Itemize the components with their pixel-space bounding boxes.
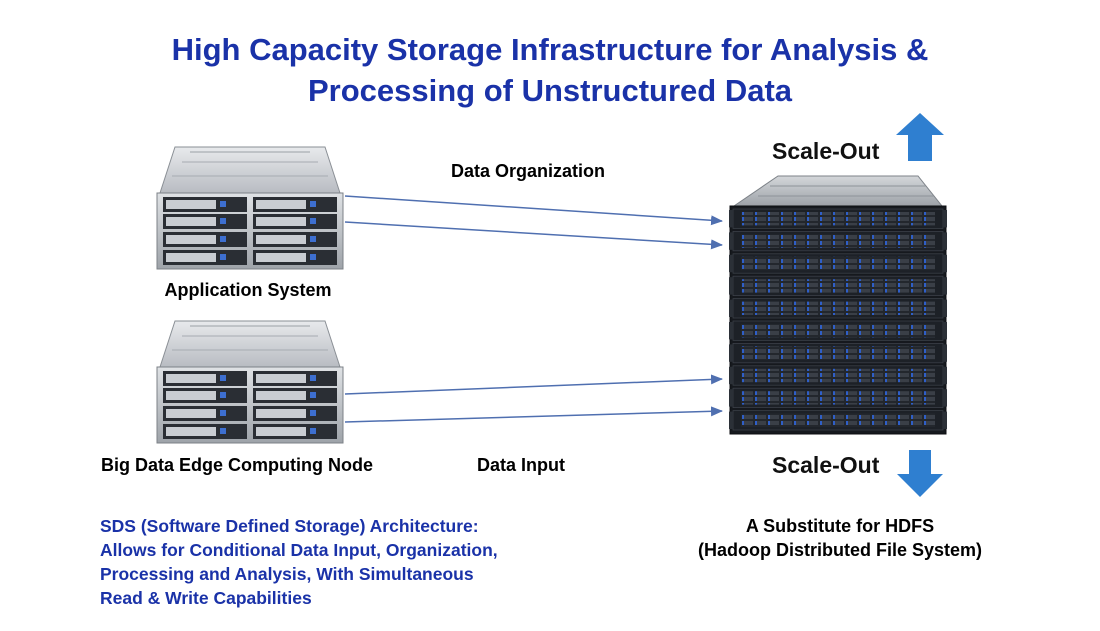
rack-ear	[729, 299, 733, 317]
rack-ear	[729, 210, 733, 228]
data-organization-label: Data Organization	[451, 161, 606, 181]
arrow-organization-2	[344, 221, 723, 250]
rack-ear	[729, 411, 733, 429]
rack-ear	[943, 344, 947, 362]
sds-line-3: Processing and Analysis, With Simultaneo…	[100, 564, 474, 584]
big-data-edge-label: Big Data Edge Computing Node	[101, 455, 373, 475]
rack-ear	[943, 322, 947, 340]
rack-ear	[729, 254, 733, 273]
sds-line-4: Read & Write Capabilities	[100, 588, 312, 608]
drive-bays	[741, 324, 935, 338]
data-input-arrows	[344, 374, 723, 423]
application-system-label: Application System	[164, 280, 332, 300]
rack-ear	[729, 277, 733, 295]
data-organization-arrows	[344, 195, 723, 250]
arrow-input-1	[344, 374, 723, 395]
rack-ear	[943, 210, 947, 228]
rack-ear	[729, 322, 733, 340]
rack-ear	[729, 344, 733, 362]
edge-computing-node-server-icon	[156, 320, 344, 444]
storage-rack-icon	[729, 175, 947, 435]
hdfs-caption: A Substitute for HDFS (Hadoop Distribute…	[660, 514, 1020, 562]
drive-bays	[741, 301, 935, 315]
rack-units	[729, 208, 947, 431]
arrow-organization-1	[344, 195, 723, 226]
rack-ear	[943, 366, 947, 385]
rack-ear	[729, 232, 733, 250]
drive-bays	[741, 234, 935, 248]
rack-ear	[729, 366, 733, 385]
hdfs-line-2: (Hadoop Distributed File System)	[697, 540, 983, 560]
hdfs-line-1: A Substitute for HDFS	[745, 516, 935, 536]
title-line-1: High Capacity Storage Infrastructure for…	[171, 32, 929, 67]
rack-ear	[943, 299, 947, 317]
drive-bays	[741, 391, 935, 405]
rack-ear	[943, 254, 947, 273]
rack-ear	[943, 232, 947, 250]
rack-ear	[943, 411, 947, 429]
drive-bays	[741, 346, 935, 360]
scale-out-top-label: Scale-Out	[772, 138, 880, 164]
drive-bays	[741, 212, 935, 226]
scale-out-bottom-label: Scale-Out	[772, 452, 880, 478]
rack-ear	[729, 389, 733, 407]
drive-bays	[741, 413, 935, 427]
arrow-up-icon	[896, 113, 944, 161]
arrow-down-icon	[897, 450, 943, 497]
rack-ear	[943, 277, 947, 295]
rack-ear	[943, 389, 947, 407]
drive-bays	[741, 368, 935, 383]
data-input-label: Data Input	[477, 455, 565, 475]
drive-bays	[741, 279, 935, 293]
sds-line-1: SDS (Software Defined Storage) Architect…	[100, 516, 479, 536]
arrow-input-2	[344, 406, 723, 423]
sds-line-2: Allows for Conditional Data Input, Organ…	[100, 540, 498, 560]
sds-description: SDS (Software Defined Storage) Architect…	[100, 514, 570, 610]
title-line-2: Processing of Unstructured Data	[307, 73, 793, 108]
application-system-server-icon	[156, 146, 344, 270]
drive-bays	[741, 256, 935, 271]
